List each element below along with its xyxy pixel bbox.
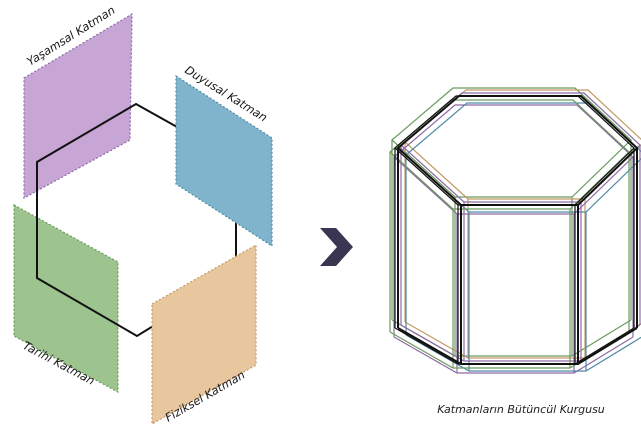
caption: Katmanların Bütüncül Kurgusu — [437, 403, 605, 416]
yasamsal-layer-plane — [23, 12, 133, 200]
fiziksel-layer-plane — [151, 243, 257, 426]
composite-prism-outline — [396, 95, 639, 365]
duyusal-layer-plane — [175, 74, 273, 248]
tarihi-layer-plane — [13, 203, 119, 394]
composite-prism — [389, 87, 641, 374]
arrow-right-icon — [320, 228, 353, 266]
